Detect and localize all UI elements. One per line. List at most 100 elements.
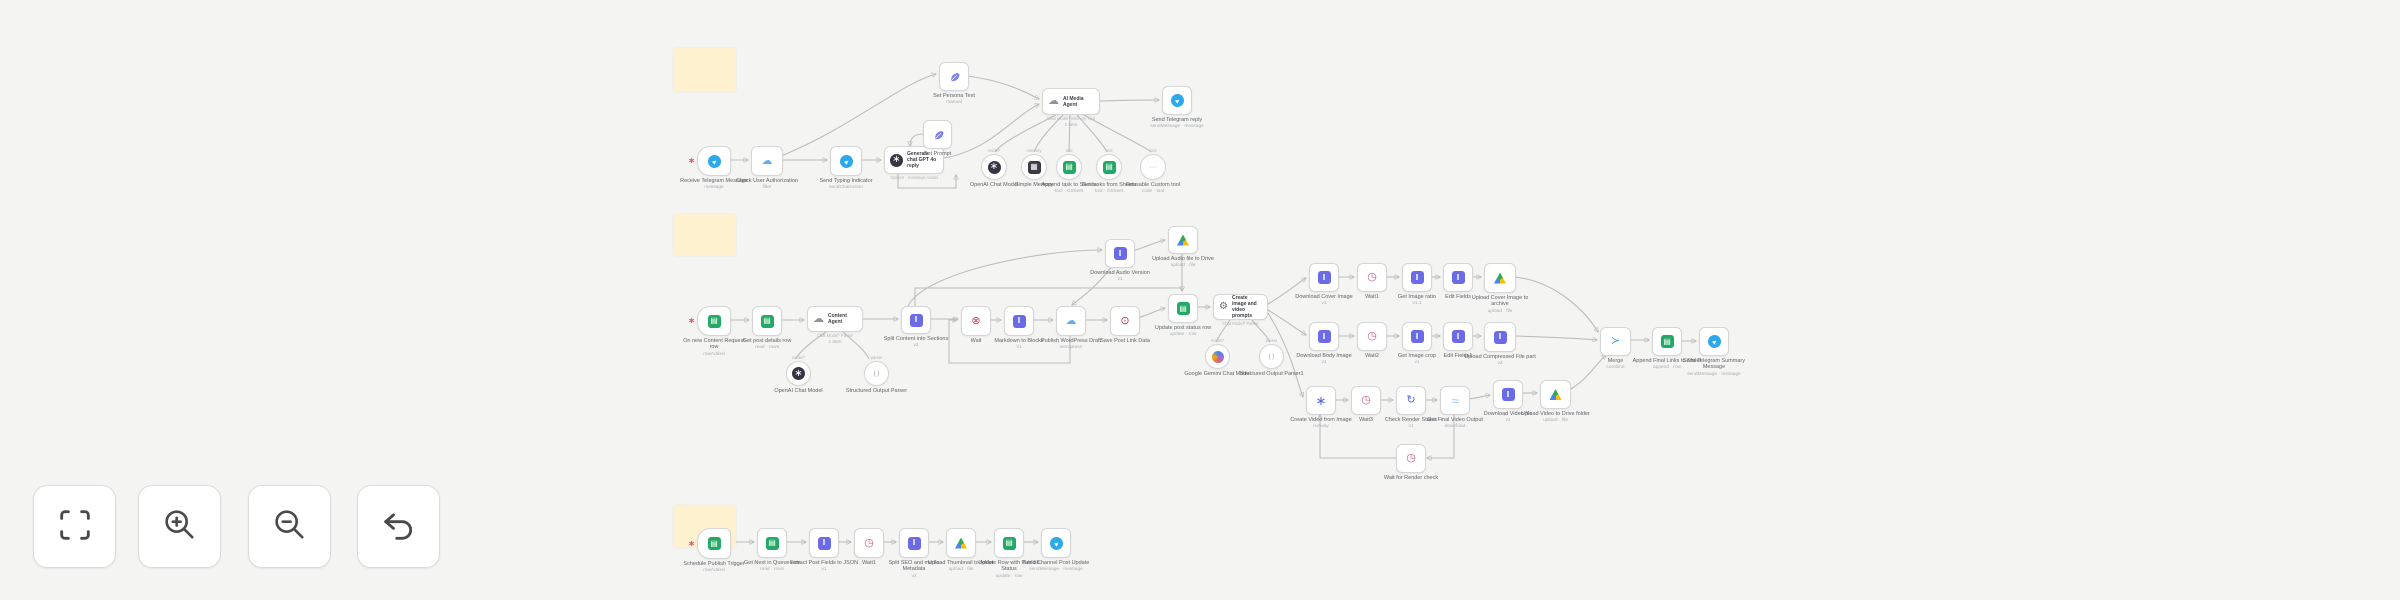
fit-view-button[interactable] — [33, 485, 116, 568]
wait-icon: ◷ — [1406, 452, 1416, 464]
node-download-audio-sublabel: v1 — [1117, 277, 1123, 283]
node-wait-publish[interactable]: ◷Wait1 — [854, 528, 884, 566]
node-edit-fields-1[interactable]: ‖Edit Fields1 — [1443, 322, 1473, 359]
edge — [1568, 355, 1606, 391]
node-wait-3[interactable]: ◷Wait3 — [1351, 386, 1381, 423]
node-wait-render[interactable]: ◷Wait for Render check — [1384, 444, 1438, 481]
edge — [1083, 114, 1152, 153]
node-upload-compressed-sublabel: v2 — [1497, 361, 1503, 367]
node-download-cover-sublabel: v1 — [1321, 301, 1327, 307]
drive-icon — [955, 537, 967, 549]
node-save-post-link[interactable]: ⊙Save Post Link Data — [1100, 306, 1150, 344]
node-save-post-link-label: Save Post Link Data — [1100, 338, 1150, 344]
node-image-prompt-agent-label: Chat Model* Parser — [1222, 321, 1259, 326]
feather-icon — [932, 129, 944, 141]
sticky-note-2[interactable] — [673, 214, 736, 256]
feather-icon — [948, 71, 960, 83]
flower-icon: ∗ — [1315, 393, 1327, 408]
undo-button[interactable] — [357, 485, 440, 568]
node-update-publish-row-sublabel: update · row — [995, 573, 1023, 579]
edge — [1467, 395, 1490, 400]
wait-icon: ◷ — [864, 536, 874, 549]
node-wait-1[interactable]: ◷Wait1 — [1357, 263, 1387, 300]
node-get-final-video-sublabel: download — [1444, 424, 1466, 430]
tool-openai-chat-model-label: OpenAI Chat Model — [969, 182, 1019, 188]
tool-simple-memory-label: Simple Memory — [1014, 182, 1054, 188]
zoom-in-button[interactable] — [138, 485, 221, 568]
node-wait-main[interactable]: ⊗Wait — [961, 306, 991, 344]
zoom-out-button[interactable] — [248, 485, 331, 568]
node-content-agent-sublabel: 1 item — [828, 339, 842, 345]
node-edit-fields[interactable]: ‖Edit Fields — [1443, 263, 1473, 300]
tool-gemini-model-port-label: model* — [1210, 338, 1225, 343]
trigger-pin-icon: ∗ — [688, 316, 695, 326]
node-set-prompt[interactable]: Set Prompt — [923, 120, 952, 157]
purple-icon: ‖ — [817, 536, 831, 550]
node-wait-1-label: Wait1 — [1365, 294, 1379, 300]
edge — [914, 288, 1182, 306]
merge-icon: ≻ — [1610, 335, 1621, 347]
tool-custom-code-sublabel: code · tool — [1141, 189, 1165, 195]
telegram-icon: ▸ — [1046, 533, 1066, 553]
redx-icon: ⊗ — [971, 314, 981, 327]
node-wait-2[interactable]: ◷Wait2 — [1357, 322, 1387, 359]
sticky-note-1[interactable] — [673, 48, 736, 92]
purple-icon: ‖ — [1501, 388, 1515, 401]
